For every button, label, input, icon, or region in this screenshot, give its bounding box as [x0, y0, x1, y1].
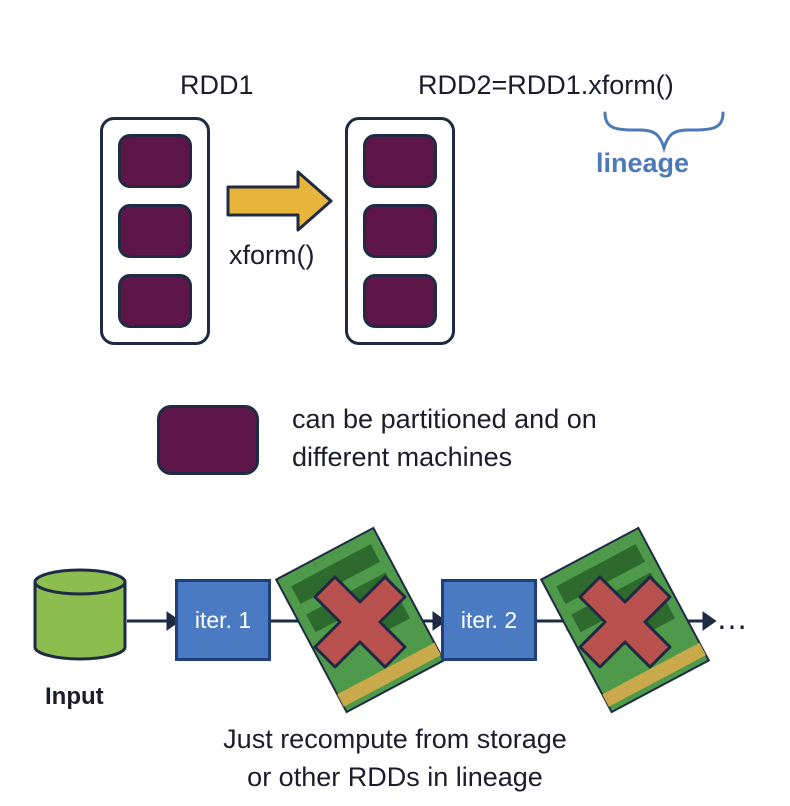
failed-machine-1-icon	[274, 526, 446, 714]
caption-line2: or other RDDs in lineage	[247, 762, 543, 792]
failed-machine-2-icon	[539, 526, 711, 714]
rdd1-partition-3	[118, 274, 192, 328]
rdd2-partition-2	[363, 204, 437, 258]
pipeline-ellipsis: …	[716, 600, 748, 636]
rdd1-title: RDD1	[180, 70, 254, 100]
rdd2-partition-3	[363, 274, 437, 328]
caption: Just recompute from storage or other RDD…	[0, 720, 790, 796]
legend-text: can be partitioned and on different mach…	[292, 400, 597, 476]
rdd1-box	[100, 117, 210, 345]
lineage-label: lineage	[596, 148, 690, 178]
transform-arrow-icon	[226, 170, 333, 232]
transform-label: xform()	[229, 240, 315, 270]
rdd1-partition-2	[118, 204, 192, 258]
legend-text-line1: can be partitioned and on	[292, 404, 597, 434]
iter1-box: iter. 1	[175, 579, 271, 661]
legend-partition-swatch	[157, 405, 259, 475]
input-label: Input	[45, 683, 104, 710]
rdd2-title: RDD2=RDD1.xform()	[418, 70, 674, 100]
rdd1-partition-1	[118, 134, 192, 188]
lineage-brace-icon	[603, 111, 725, 154]
input-database-icon	[33, 568, 127, 661]
legend-text-line2: different machines	[292, 442, 513, 472]
rdd2-partition-1	[363, 134, 437, 188]
rdd2-box	[345, 117, 455, 345]
caption-line1: Just recompute from storage	[223, 724, 567, 754]
iter2-box: iter. 2	[441, 579, 537, 661]
